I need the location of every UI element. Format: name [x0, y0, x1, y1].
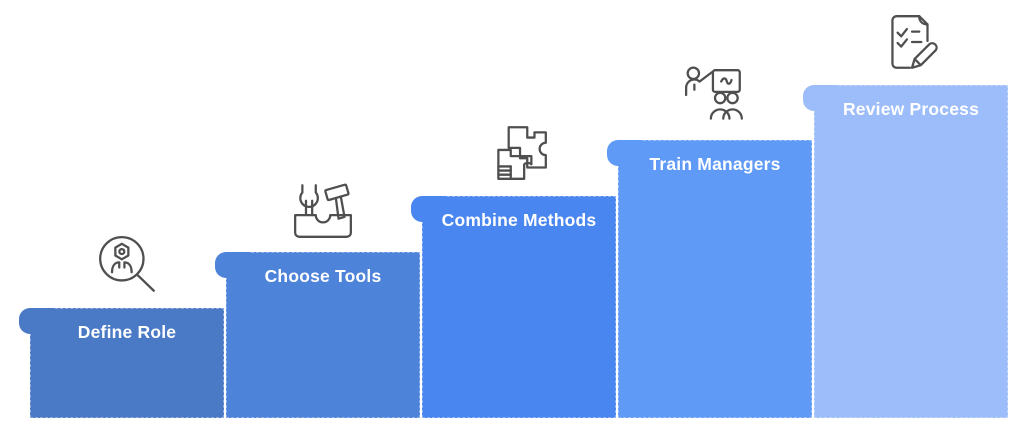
- step-label-review-process: Review Process: [842, 99, 980, 119]
- step-label-choose-tools: Choose Tools: [264, 266, 382, 286]
- step-label-combine-methods: Combine Methods: [441, 210, 597, 230]
- step-choose-tools: Choose Tools: [215, 252, 420, 418]
- checklist-pencil-icon: [878, 10, 944, 76]
- step-combine-methods: Combine Methods: [411, 196, 616, 418]
- step-label-train-managers: Train Managers: [649, 154, 781, 174]
- step-label-define-role: Define Role: [77, 322, 177, 342]
- puzzle-icon: [486, 119, 552, 185]
- step-review-process: Review Process: [803, 85, 1008, 418]
- magnifier-person-icon: [94, 233, 160, 299]
- step-train-managers: Train Managers: [607, 140, 812, 418]
- trainer-audience-icon: [682, 64, 748, 130]
- toolbox-icon: [290, 177, 356, 243]
- step-define-role: Define Role: [19, 308, 224, 418]
